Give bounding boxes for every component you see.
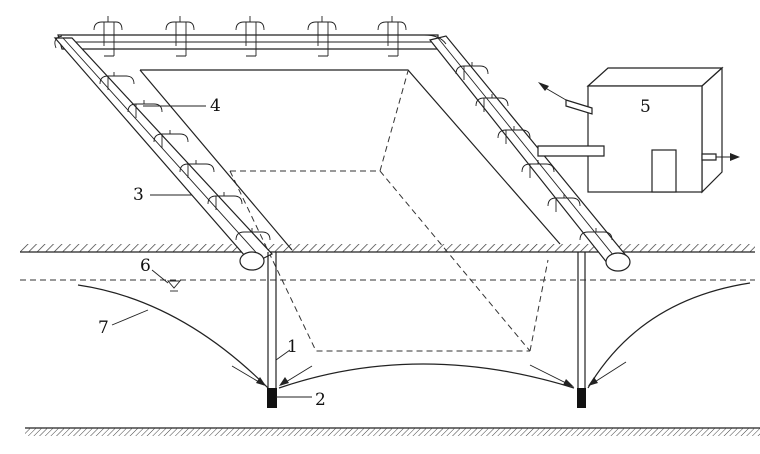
filter-left	[267, 388, 277, 408]
label-filter: 2	[315, 390, 326, 410]
connectors-back	[93, 16, 407, 57]
label-drawdown-curve: 7	[98, 318, 109, 338]
riser-pipe-right	[577, 252, 586, 388]
connectors-right	[455, 62, 613, 241]
leader-lines	[111, 105, 312, 398]
riser-pipe-left	[267, 252, 277, 388]
filter-right	[577, 388, 586, 408]
impermeable-layer	[25, 427, 760, 436]
water-table-symbol	[167, 280, 181, 292]
label-header-pipe: 3	[133, 185, 144, 205]
ground-surface	[20, 244, 755, 253]
label-pump: 5	[640, 97, 651, 117]
drawdown-curve	[77, 282, 751, 389]
label-connector: 4	[210, 96, 221, 116]
label-riser: 1	[287, 337, 298, 357]
excavation-pit	[229, 70, 549, 352]
flow-arrows	[231, 361, 627, 387]
connectors-left	[99, 72, 271, 241]
label-water-table: 6	[140, 256, 151, 276]
header-pipe	[53, 34, 631, 272]
pump-unit	[537, 66, 740, 194]
